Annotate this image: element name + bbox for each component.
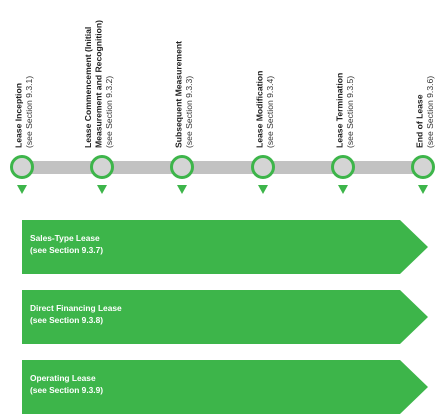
lease-type-arrow-shape	[22, 290, 428, 344]
timeline-node	[10, 155, 34, 179]
lease-type-ref: (see Section 9.3.7)	[30, 245, 103, 255]
lease-type-band: Direct Financing Lease (see Section 9.3.8…	[22, 290, 428, 344]
lease-type-title: Sales-Type Lease	[30, 233, 100, 243]
lease-type-bands: Sales-Type Lease (see Section 9.3.7) Direc…	[22, 220, 428, 414]
stage-title-line: Lease Termination	[335, 73, 345, 148]
lease-type-ref: (see Section 9.3.9)	[30, 385, 103, 395]
stage-ref: (see Section 9.3.6)	[425, 76, 435, 148]
down-arrow-icon	[418, 185, 428, 194]
down-arrow-icon	[177, 185, 187, 194]
lease-type-title: Direct Financing Lease	[30, 303, 122, 313]
stage-arrows	[17, 185, 428, 194]
stage-ref: (see Section 9.3.4)	[265, 76, 275, 148]
stage-ref: (see Section 9.3.3)	[184, 76, 194, 148]
timeline-nodes	[10, 155, 435, 179]
timeline-node	[411, 155, 435, 179]
lease-type-band: Sales-Type Lease (see Section 9.3.7)	[22, 220, 428, 274]
stage-ref: (see Section 9.3.2)	[104, 76, 114, 148]
stage-labels: Lease Inception(see Section 9.3.1) Lease …	[14, 20, 436, 148]
timeline-node	[170, 155, 194, 179]
down-arrow-icon	[338, 185, 348, 194]
stage-title-line: Subsequent Measurement	[174, 41, 184, 148]
timeline-track	[22, 161, 422, 174]
stage-ref: (see Section 9.3.1)	[24, 76, 34, 148]
stage-title-line: Lease Commencement (Initial	[83, 27, 93, 148]
lease-type-band: Operating Lease (see Section 9.3.9)	[22, 360, 428, 414]
timeline-node	[331, 155, 355, 179]
timeline-node	[251, 155, 275, 179]
lease-type-ref: (see Section 9.3.8)	[30, 315, 103, 325]
stage-title-line: Lease Modification	[255, 71, 265, 148]
stage-title-line: End of Lease	[415, 94, 425, 148]
stage-title-line: Measurement and Recognition)	[94, 20, 104, 148]
down-arrow-icon	[97, 185, 107, 194]
lease-type-arrow-shape	[22, 360, 428, 414]
timeline-node	[90, 155, 114, 179]
stage-ref: (see Section 9.3.5)	[345, 76, 355, 148]
stage-title-line: Lease Inception	[14, 83, 24, 148]
lease-type-title: Operating Lease	[30, 373, 96, 383]
lease-type-arrow-shape	[22, 220, 428, 274]
down-arrow-icon	[258, 185, 268, 194]
down-arrow-icon	[17, 185, 27, 194]
